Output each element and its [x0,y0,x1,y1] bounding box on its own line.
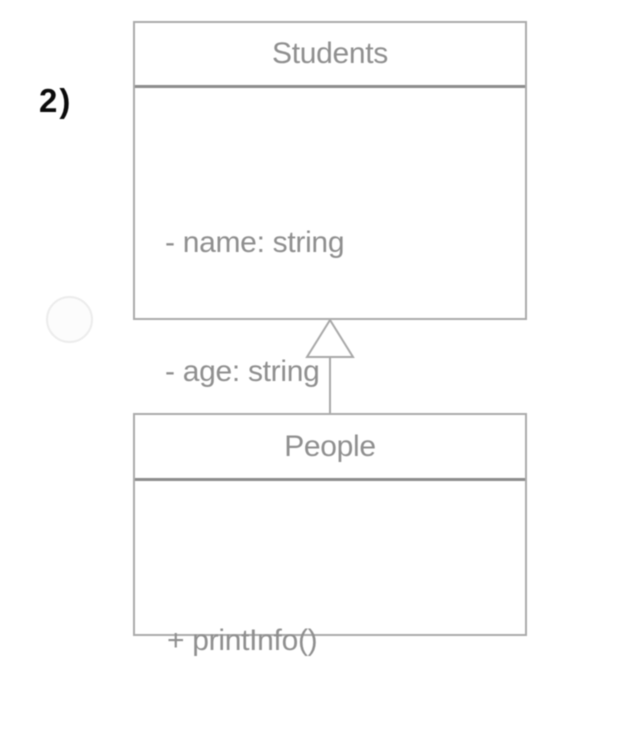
attribute-age: - age: string [165,355,320,388]
exercise-number-label: 2) [39,82,73,119]
page: { "exercise_label": "2)", "diagram": { "… [39,21,527,657]
class-name-people: People [135,415,525,481]
class-members-people: + printInfo() [135,481,525,748]
class-box-students: Students - name: string - age: string + … [133,21,527,517]
inheritance-arrow [305,318,355,415]
answer-radio-circle[interactable] [46,296,93,343]
method-printinfo: + printInfo() [167,624,318,657]
class-box-people: People + printInfo() [133,413,527,657]
attribute-name: - name: string [165,226,345,259]
class-name-students: Students [135,23,525,88]
hollow-triangle-arrowhead-icon [305,318,355,358]
